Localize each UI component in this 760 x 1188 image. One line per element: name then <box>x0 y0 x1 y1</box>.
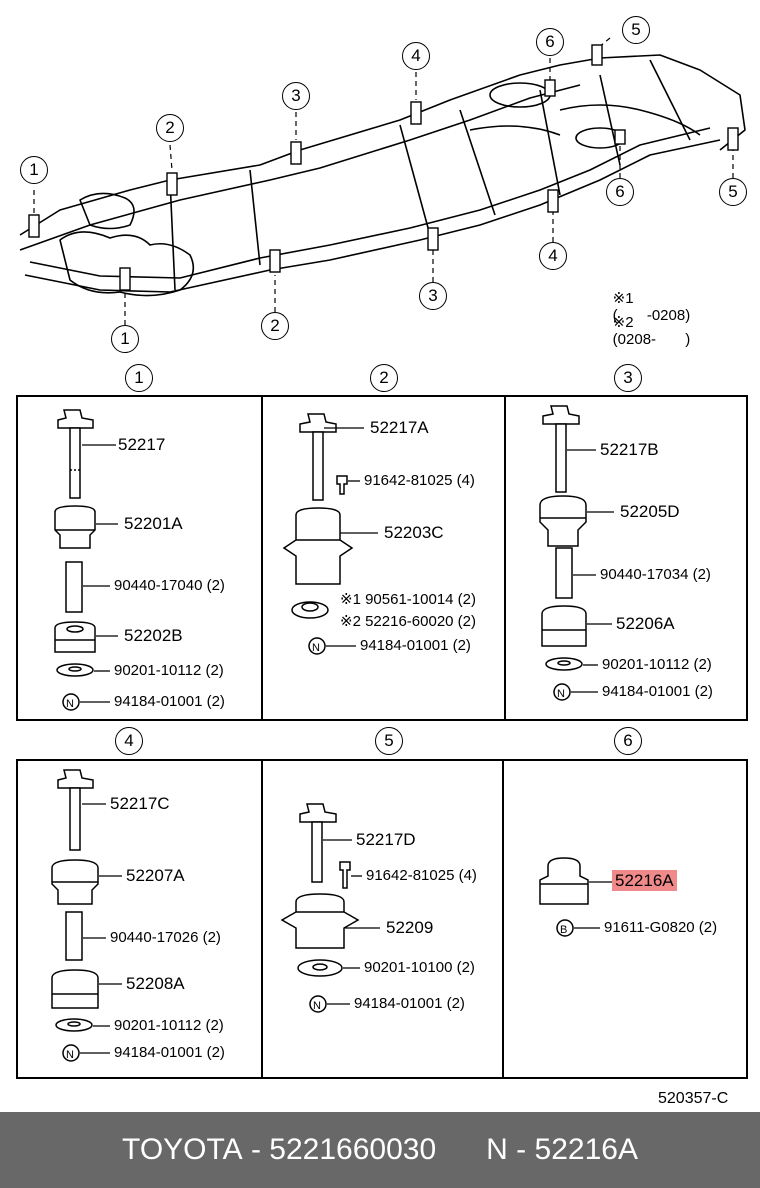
badge-n: N <box>66 1049 74 1061</box>
overview-callout: 6 <box>606 178 634 206</box>
footer-sep-2: - <box>507 1133 535 1166</box>
section-label-1: 1 <box>125 364 153 392</box>
note-1-text: ( -0208) <box>612 307 691 324</box>
part-mark: ※1 <box>340 591 361 608</box>
overview-callout: 1 <box>111 325 139 353</box>
part-number[interactable]: 52206A <box>616 614 675 633</box>
part-number[interactable]: 52203C <box>384 523 444 542</box>
badge-n: N <box>557 688 565 700</box>
part-number[interactable]: 94184-01001 (2) <box>114 693 225 710</box>
part-mark: ※2 <box>340 613 361 630</box>
part-number[interactable]: 94184-01001 (2) <box>602 683 713 700</box>
badge-n: N <box>313 1000 321 1012</box>
part-number[interactable]: 90201-10112 (2) <box>114 1017 224 1034</box>
part-number[interactable]: 52209 <box>386 918 434 937</box>
part-with-mark[interactable]: ※1 90561-10014 (2) <box>340 591 476 609</box>
footer-bar: TOYOTA - 5221660030 N - 52216A <box>0 1112 760 1188</box>
overview-callout: 3 <box>282 82 310 110</box>
part-number[interactable]: 52217 <box>118 435 166 454</box>
footer-part-number: 5221660030 <box>269 1133 437 1166</box>
part-number[interactable]: 52217B <box>600 440 659 459</box>
overview-callout: 2 <box>261 312 289 340</box>
part-number[interactable]: 90201-10112 (2) <box>114 662 224 679</box>
part-number[interactable]: 90440-17040 (2) <box>114 577 225 594</box>
footer-sep-1: - <box>242 1133 270 1166</box>
overview-callout: 5 <box>719 178 747 206</box>
frame-illustration <box>19 37 746 325</box>
part-number[interactable]: 52216A <box>612 870 677 891</box>
part-number[interactable]: 52201A <box>124 514 183 533</box>
part-number[interactable]: 52207A <box>126 866 185 885</box>
overview-callout: 3 <box>419 282 447 310</box>
note-2-mark: ※2 <box>612 314 634 331</box>
section-label-3: 3 <box>614 364 642 392</box>
footer-gap <box>436 1133 486 1167</box>
badge-n: N <box>66 698 74 710</box>
overview-callout: 6 <box>536 28 564 56</box>
part-number[interactable]: 90440-17034 (2) <box>600 566 711 583</box>
section-label-5: 5 <box>375 727 403 755</box>
overview-callout: 4 <box>539 242 567 270</box>
part-number[interactable]: 90201-10100 (2) <box>364 959 475 976</box>
note-1: ※1 ( -0208) <box>596 272 691 341</box>
section-label-2: 2 <box>370 364 398 392</box>
part-number[interactable]: 90201-10112 (2) <box>602 656 712 673</box>
part-number[interactable]: 91642-81025 (4) <box>364 472 475 489</box>
note-2-text: (0208- ) <box>612 331 691 348</box>
note-2: ※2 (0208- ) <box>596 296 691 365</box>
overview-callout: 4 <box>402 42 430 70</box>
badge-b: B <box>560 924 568 936</box>
part-number[interactable]: 94184-01001 (2) <box>114 1044 225 1061</box>
part-number-highlighted[interactable]: 52216A <box>612 870 677 891</box>
section-label-4: 4 <box>115 727 143 755</box>
part-number[interactable]: 52205D <box>620 502 680 521</box>
part-number[interactable]: 91642-81025 (4) <box>366 867 477 884</box>
diagram-code: 520357-C <box>658 1090 729 1107</box>
badge-n: N <box>312 642 320 654</box>
part-with-mark[interactable]: ※2 52216-60020 (2) <box>340 613 476 631</box>
part-number[interactable]: 52217D <box>356 830 416 849</box>
part-number[interactable]: 52216-60020 (2) <box>365 613 477 630</box>
section-label-6: 6 <box>614 727 642 755</box>
note-1-mark: ※1 <box>612 290 634 307</box>
overview-callout: 5 <box>622 16 650 44</box>
footer-brand: TOYOTA <box>122 1133 243 1166</box>
part-number[interactable]: 52202B <box>124 626 183 645</box>
part-number[interactable]: 52217C <box>110 794 170 813</box>
footer-part-name: 52216A <box>534 1133 638 1166</box>
part-number[interactable]: 90440-17026 (2) <box>110 929 221 946</box>
overview-callout: 1 <box>20 156 48 184</box>
frame-overview: 1 2 3 4 6 5 6 5 4 3 2 1 ※1 ( -0208) ※2 (… <box>0 0 760 370</box>
parts-grid <box>16 395 748 1079</box>
part-number[interactable]: 91611-G0820 (2) <box>604 919 718 936</box>
part-number[interactable]: 52208A <box>126 974 185 993</box>
overview-callout: 2 <box>156 114 184 142</box>
part-number[interactable]: 52217A <box>370 418 429 437</box>
part-number[interactable]: 94184-01001 (2) <box>360 637 471 654</box>
part-number[interactable]: 90561-10014 (2) <box>365 591 477 608</box>
footer-callout: N <box>486 1133 508 1166</box>
part-number[interactable]: 94184-01001 (2) <box>354 995 465 1012</box>
